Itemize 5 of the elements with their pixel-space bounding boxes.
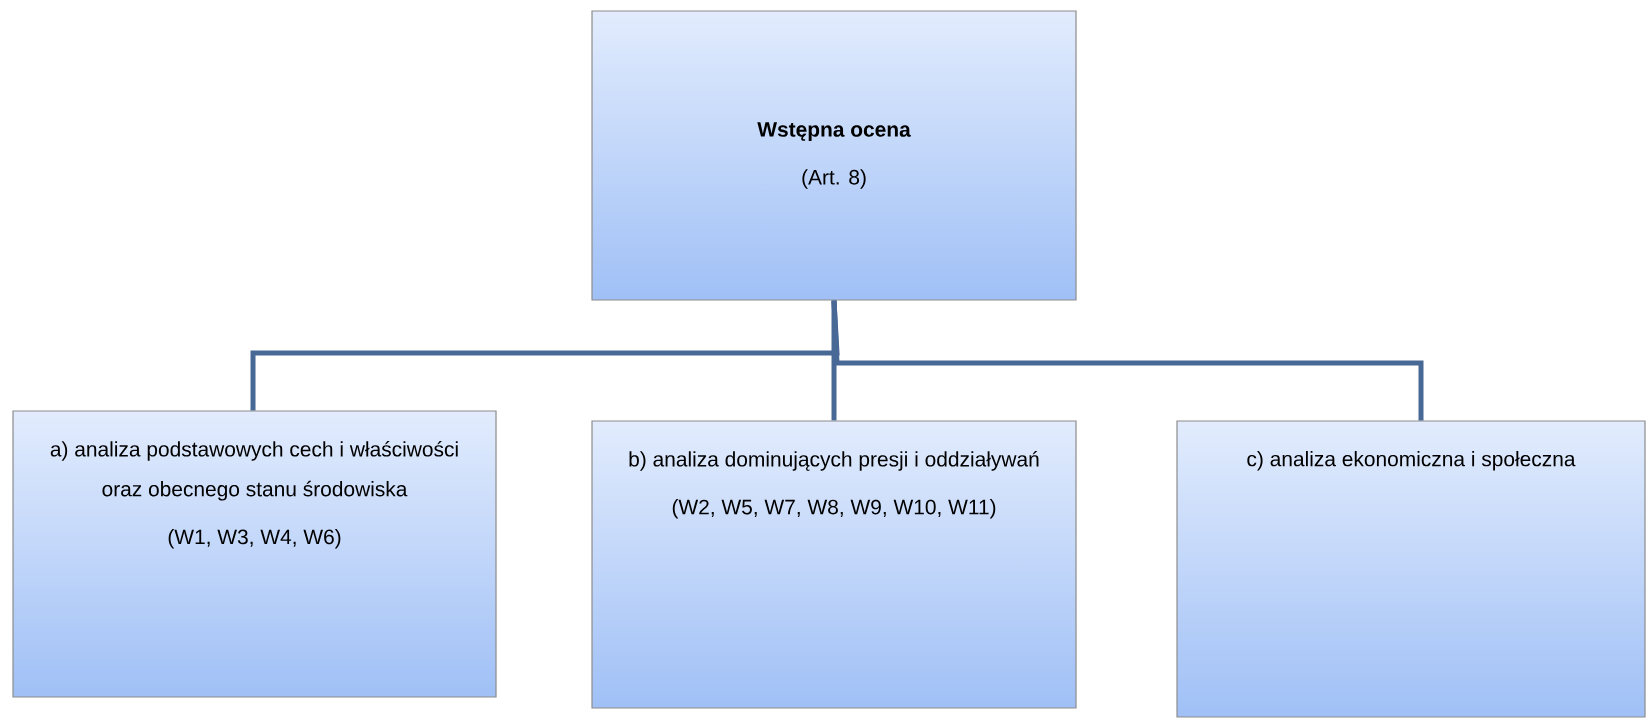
process-box: b) analiza dominujących presji i oddziaływań (W2, W5, W7, W8, W9, W10, W11) bbox=[591, 420, 1077, 709]
process-box: a) analiza podstawowych cech i właściwości oraz obecnego stanu środowiska (W1, W3, W4, W6) bbox=[12, 410, 497, 698]
process-box: c) analiza ekonomiczna i społeczna bbox=[1176, 420, 1646, 718]
connector-line bbox=[831, 300, 1424, 421]
process-box: Wstępna ocena (Art. 8) bbox=[591, 10, 1077, 301]
